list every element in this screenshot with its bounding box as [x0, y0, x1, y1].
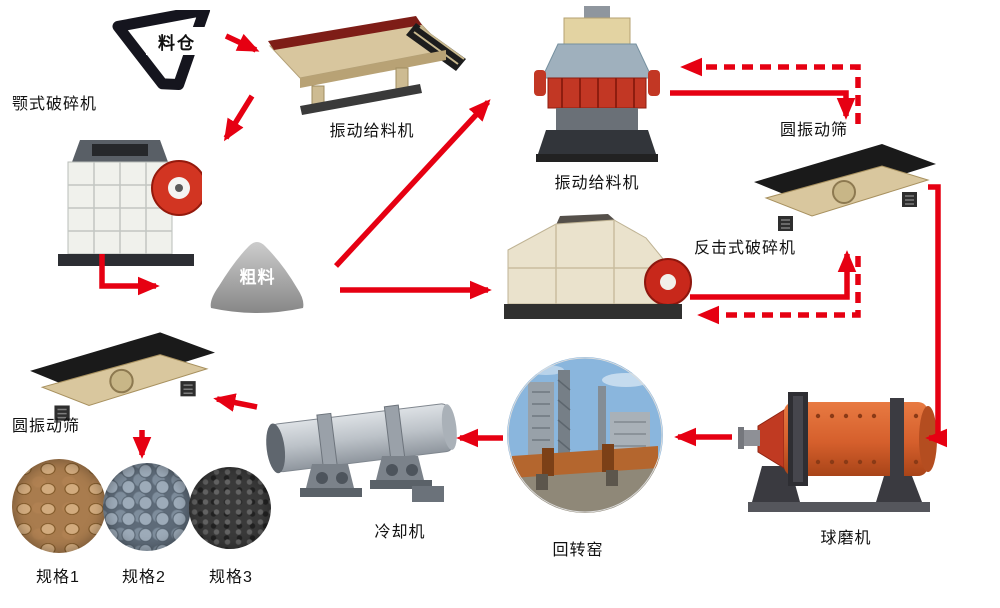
product-1-photo	[12, 459, 106, 553]
jaw-crusher-label: 颚式破碎机	[12, 96, 98, 113]
jaw-crusher-graphic	[50, 110, 202, 270]
impact-crusher-graphic	[496, 208, 696, 332]
arrow-screen-to-impact-crusher-dashed	[697, 256, 861, 325]
product-1-label: 规格1	[36, 569, 80, 586]
screen-left-label: 圆振动筛	[12, 418, 81, 435]
feeder-label: 振动给料机	[329, 123, 415, 140]
cooler-label: 冷却机	[374, 524, 426, 541]
ball-mill-graphic	[738, 350, 940, 524]
vibrating-feeder-graphic	[268, 14, 468, 118]
cooler-graphic	[260, 366, 460, 510]
coarse-material-label: 粗料	[239, 268, 276, 287]
product-3-photo	[189, 467, 271, 549]
coarse-material-graphic	[205, 230, 310, 315]
circular-screen-right-graphic	[750, 136, 937, 236]
arrow-impact-crusher-to-screen	[690, 250, 857, 300]
arrow-feeder-to-jaw-crusher	[223, 94, 255, 142]
rotary-kiln-label: 回转窑	[552, 542, 604, 559]
cone-crusher-graphic	[527, 4, 667, 174]
arrow-cooler-to-screen-left	[213, 393, 258, 412]
cone-crusher-label: 振动给料机	[554, 175, 640, 192]
arrow-silo-to-feeder	[224, 33, 260, 53]
silo-label: 料仓	[146, 27, 208, 55]
screen-right-label: 圆振动筛	[779, 122, 848, 139]
product-3-label: 规格3	[209, 569, 253, 586]
impact-crusher-label: 反击式破碎机	[694, 240, 797, 257]
product-2-label: 规格2	[122, 569, 166, 586]
arrow-cone-crusher-to-screen	[670, 90, 856, 120]
rotary-kiln-graphic	[506, 356, 664, 514]
product-2-photo	[103, 463, 191, 551]
ball-mill-label: 球磨机	[820, 530, 872, 547]
arrow-screen-to-cone-crusher-dashed	[680, 57, 861, 124]
circular-screen-left-graphic	[26, 324, 216, 426]
